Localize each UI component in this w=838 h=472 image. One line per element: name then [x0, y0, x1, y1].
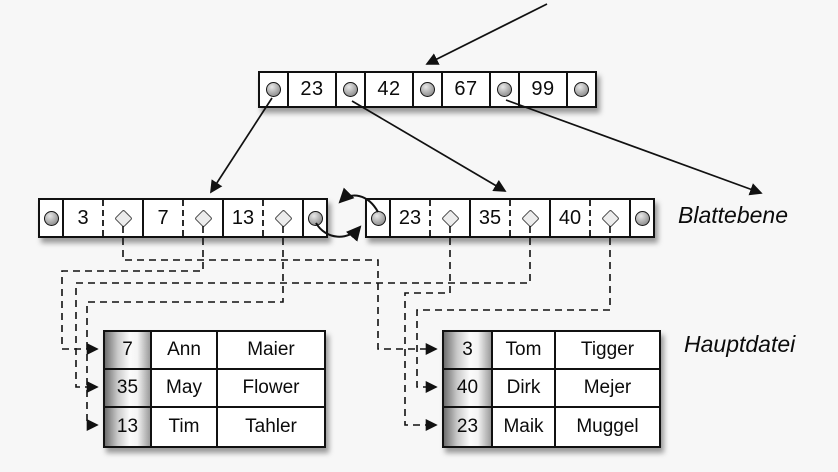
table-cell: 40 — [444, 370, 493, 408]
record-pointer-cell — [591, 200, 631, 236]
table-cell: Ann — [152, 332, 218, 370]
pointer-cell — [631, 200, 653, 236]
record-pointer-diamond-icon — [273, 208, 293, 228]
leaf-key-cell: 35 — [471, 200, 511, 236]
table-cell: Tom — [493, 332, 556, 370]
root-to-offscreen-leaf-arrow — [505, 99, 763, 196]
leaf-key: 23 — [398, 206, 422, 229]
record-pointer-cell — [184, 200, 224, 236]
record-pointer-diamond-icon — [440, 208, 460, 228]
pointer-cell — [491, 73, 520, 106]
table-cell: 23 — [444, 408, 493, 446]
table-cell: Tim — [152, 408, 218, 446]
table-cell: 13 — [105, 408, 152, 446]
table-cell: Maier — [218, 332, 324, 370]
pointer-cell — [414, 73, 443, 106]
record-pointer-cell — [264, 200, 304, 236]
pointer-circle-icon — [343, 82, 358, 97]
record-pointer-diamond-icon — [520, 208, 540, 228]
pointer-circle-icon — [266, 82, 281, 97]
pointer-cell — [260, 73, 289, 106]
leaf-key-cell: 3 — [64, 200, 104, 236]
record-pointer-cell — [431, 200, 471, 236]
pointer-circle-icon — [497, 82, 512, 97]
leaf-level-label: Blattebene — [678, 202, 788, 228]
table-cell: Tahler — [245, 416, 297, 437]
leaf-key: 7 — [157, 206, 169, 229]
root-key: 67 — [454, 78, 478, 100]
table-cell: 3 — [444, 332, 493, 370]
pointer-cell — [304, 200, 326, 236]
pointer-circle-icon — [307, 210, 323, 226]
root-node: 23 42 67 99 — [258, 71, 597, 108]
root-key: 23 — [300, 78, 324, 100]
leaf-node-left: 3 7 13 — [38, 198, 328, 238]
main-file-table-left: 7 Ann Maier 35 May Flower 13 Tim Tahler — [103, 330, 326, 448]
record-pointer-cell — [511, 200, 551, 236]
root-key-cell: 42 — [366, 73, 414, 106]
pointer-circle-icon — [370, 210, 386, 226]
pointer-cell — [367, 200, 391, 236]
table-cell: Dirk — [493, 370, 556, 408]
pointer-circle-icon — [43, 210, 59, 226]
root-key-cell: 67 — [443, 73, 491, 106]
root-key: 42 — [377, 78, 401, 100]
pointer-circle-icon — [420, 82, 435, 97]
root-to-left-leaf-arrow — [210, 97, 273, 194]
record-pointer-diamond-icon — [113, 208, 133, 228]
table-cell: May — [152, 370, 218, 408]
root-key-cell: 99 — [520, 73, 568, 106]
root-key: 99 — [531, 78, 555, 100]
leaf-key-cell: 7 — [144, 200, 184, 236]
leaf-key-cell: 13 — [224, 200, 264, 236]
main-file-label: Hauptdatei — [684, 331, 796, 357]
table-cell: Maik — [493, 408, 556, 446]
pointer-circle-icon — [634, 210, 650, 226]
leaf-key-cell: 40 — [551, 200, 591, 236]
pointer-cell — [568, 73, 595, 106]
leaf-key-cell: 23 — [391, 200, 431, 236]
table-cell: 35 — [105, 370, 152, 408]
leaf-key: 13 — [231, 206, 255, 229]
table-cell: Muggel — [576, 416, 639, 437]
root-entry-arrow — [425, 3, 548, 65]
record-pointer-diamond-icon — [600, 208, 620, 228]
leaf-key: 35 — [478, 206, 502, 229]
table-cell: Tigger — [556, 332, 659, 370]
record-pointer-cell — [104, 200, 144, 236]
table-cell: Flower — [218, 370, 324, 408]
leaf-node-right: 23 35 40 — [365, 198, 655, 238]
leaf-key: 3 — [77, 206, 89, 229]
pointer-cell — [337, 73, 366, 106]
main-file-table-right: 3 Tom Tigger 40 Dirk Mejer 23 Maik Mugge… — [442, 330, 661, 448]
record-pointer-diamond-icon — [193, 208, 213, 228]
table-cell: Mejer — [556, 370, 659, 408]
leaf-key: 40 — [558, 206, 582, 229]
pointer-circle-icon — [574, 82, 589, 97]
root-key-cell: 23 — [289, 73, 337, 106]
table-cell: 7 — [105, 332, 152, 370]
pointer-cell — [40, 200, 64, 236]
root-to-right-leaf-arrow — [351, 100, 507, 192]
